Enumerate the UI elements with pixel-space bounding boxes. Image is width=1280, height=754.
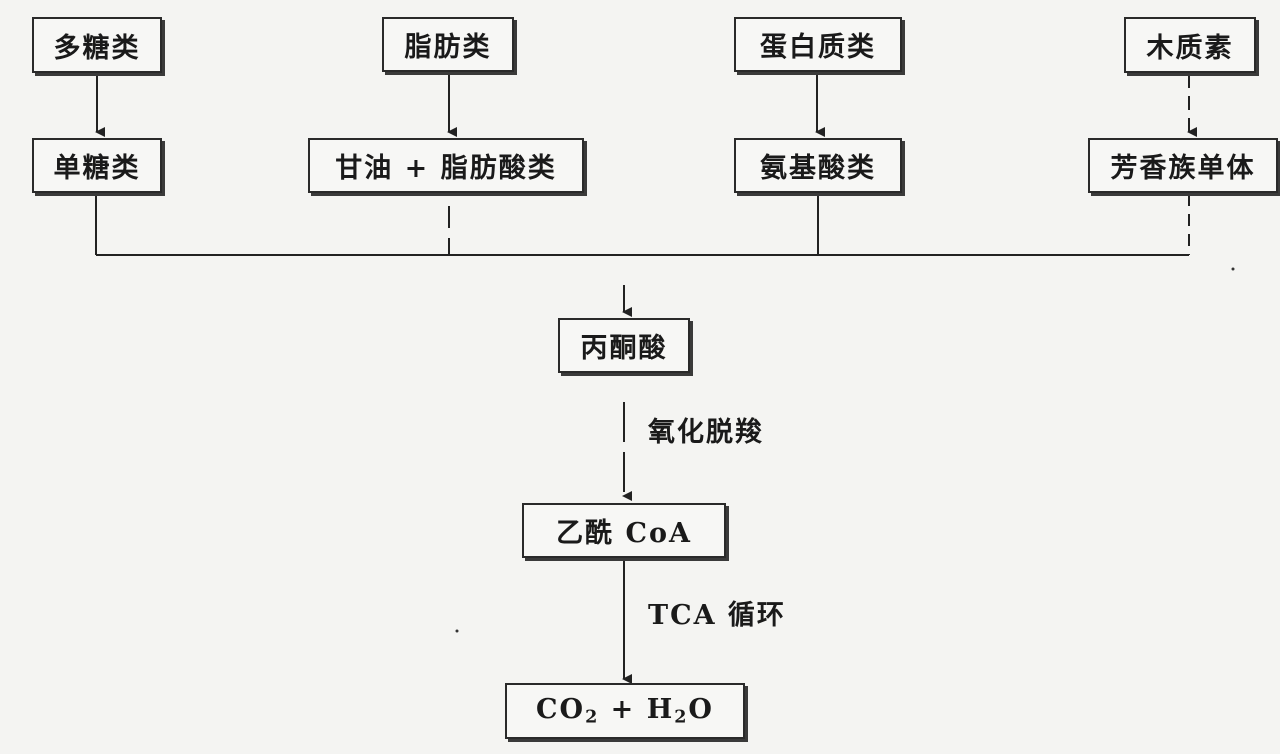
step-label-tca-cycle: TCA 循环: [648, 600, 786, 631]
source-box-polysaccharide: 多糖类: [32, 17, 162, 73]
speck-dot: [1231, 267, 1235, 271]
plus-sign: +: [599, 694, 647, 726]
monomer-label: 甘油 + 脂肪酸类: [335, 153, 557, 184]
co2-text: CO: [536, 694, 586, 726]
products-formula: CO2 + H2O: [536, 694, 714, 727]
h2o-o-text: O: [688, 694, 714, 726]
acetylcoa-label: 乙酰 CoA: [556, 518, 692, 549]
monomer-label: 芳香族单体: [1110, 153, 1256, 184]
source-box-fat: 脂肪类: [382, 17, 514, 72]
products-box: CO2 + H2O: [505, 683, 745, 739]
speck-dot: [455, 629, 459, 633]
h2o-h-text: H: [646, 694, 675, 726]
h2o-subscript: 2: [674, 707, 689, 728]
co2-subscript: 2: [585, 707, 600, 728]
pyruvate-box: 丙酮酸: [558, 318, 690, 373]
acetylcoa-box: 乙酰 CoA: [522, 503, 726, 558]
monomer-label: 单糖类: [53, 153, 141, 184]
source-box-lignin: 木质素: [1124, 17, 1256, 73]
pyruvate-label: 丙酮酸: [580, 333, 668, 364]
monomer-label: 氨基酸类: [760, 153, 876, 184]
monomer-box-monosaccharide: 单糖类: [32, 138, 162, 193]
source-label: 木质素: [1146, 32, 1234, 64]
source-box-protein: 蛋白质类: [734, 17, 902, 72]
source-label: 蛋白质类: [760, 32, 876, 63]
monomer-box-glycerol-fattyacid: 甘油 + 脂肪酸类: [308, 138, 584, 193]
source-label: 脂肪类: [404, 32, 492, 63]
step-label-oxidative-decarboxylation: 氧化脱羧: [648, 417, 764, 448]
monomer-box-aromatic: 芳香族单体: [1088, 138, 1278, 193]
monomer-box-aminoacid: 氨基酸类: [734, 138, 902, 193]
source-label: 多糖类: [53, 32, 141, 64]
